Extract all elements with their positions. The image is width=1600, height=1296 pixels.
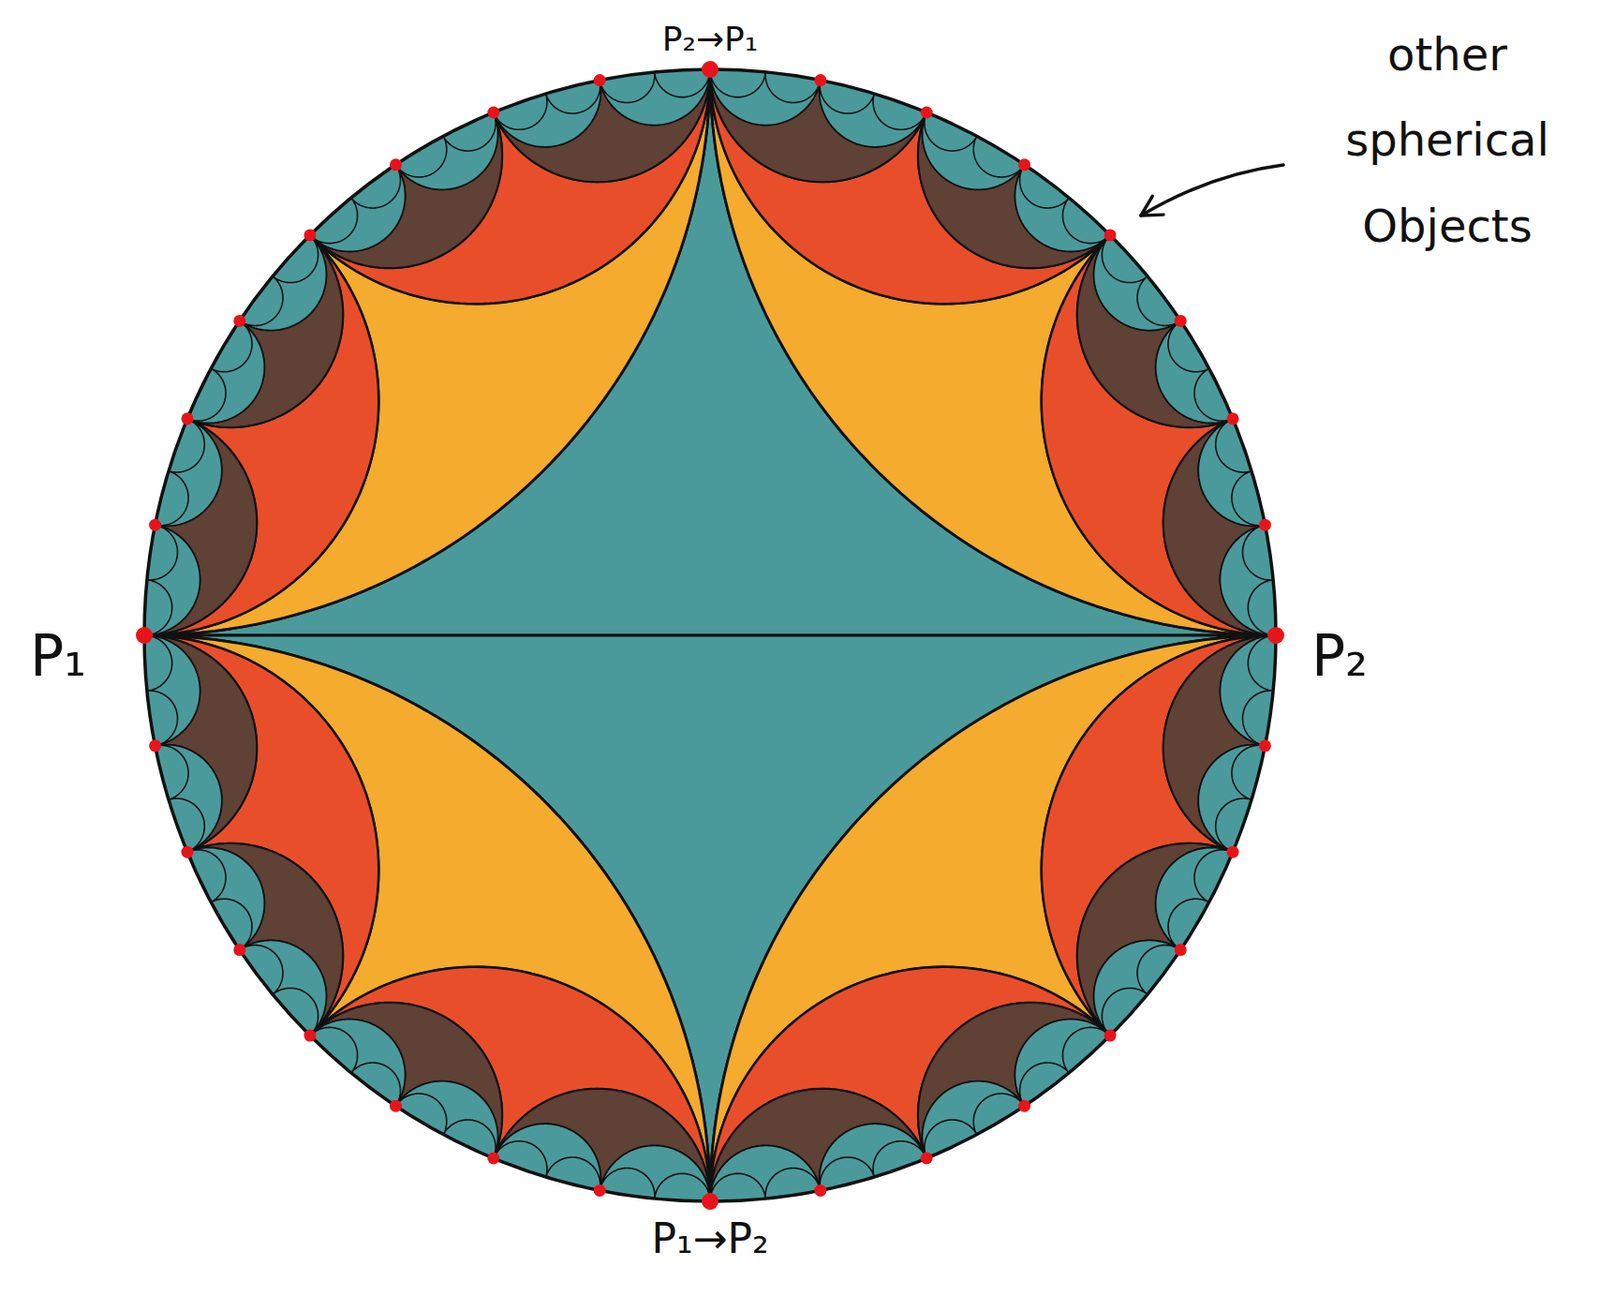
ideal-triangle bbox=[395, 1081, 498, 1158]
object-dot bbox=[701, 1192, 719, 1210]
object-dot bbox=[303, 1029, 316, 1042]
ideal-triangle bbox=[155, 418, 223, 526]
object-dot bbox=[233, 943, 246, 956]
ideal-triangle bbox=[1094, 940, 1182, 1037]
ideal-triangle bbox=[144, 69, 1276, 636]
ideal-triangle bbox=[918, 1002, 1111, 1158]
ideal-triangle bbox=[310, 1019, 406, 1107]
object-dot bbox=[1267, 626, 1285, 644]
object-dot bbox=[233, 314, 246, 327]
ideal-triangle bbox=[493, 1123, 601, 1190]
ideal-triangle bbox=[187, 235, 343, 428]
leader-head bbox=[1140, 195, 1164, 216]
object-dot bbox=[389, 158, 402, 171]
ideal-triangle bbox=[187, 847, 265, 950]
ideal-triangle bbox=[310, 1002, 503, 1158]
ideal-triangle bbox=[1015, 164, 1112, 252]
ideal-triangle bbox=[144, 418, 257, 636]
object-dot bbox=[1104, 1029, 1117, 1042]
ideal-triangle bbox=[1163, 635, 1276, 852]
ideal-triangle bbox=[493, 1088, 711, 1201]
object-dot bbox=[1227, 412, 1240, 425]
ideal-triangle bbox=[395, 112, 498, 190]
label-box: P₂→P₁ bbox=[662, 18, 758, 60]
leader-line bbox=[1140, 164, 1284, 216]
point-label: P₁ bbox=[29, 622, 87, 690]
annotation-text: other spherical Objects bbox=[1311, 12, 1584, 269]
ideal-triangle bbox=[819, 1123, 927, 1190]
ideal-triangle bbox=[155, 744, 223, 852]
ideal-triangle bbox=[710, 69, 1276, 636]
object-dot bbox=[148, 739, 162, 752]
object-dot bbox=[920, 105, 934, 119]
label-box: P₂ bbox=[1311, 622, 1368, 690]
dots bbox=[135, 60, 1285, 1210]
ideal-triangle bbox=[710, 635, 1276, 1201]
object-dot bbox=[1104, 228, 1117, 241]
ideal-triangle bbox=[187, 320, 265, 423]
object-dot bbox=[920, 1152, 934, 1165]
object-dot bbox=[1259, 739, 1272, 752]
ideal-triangle bbox=[144, 635, 257, 852]
label-box: other spherical Objects bbox=[1311, 12, 1584, 269]
object-dot bbox=[701, 60, 719, 78]
ideal-triangle bbox=[710, 1088, 927, 1201]
object-dot bbox=[1018, 1099, 1031, 1112]
ideal-triangle bbox=[1094, 235, 1182, 331]
ideal-triangle bbox=[1155, 847, 1233, 950]
object-dot bbox=[1018, 158, 1031, 171]
object-dot bbox=[1259, 518, 1272, 532]
object-dot bbox=[487, 1152, 500, 1165]
ideal-triangle bbox=[310, 112, 503, 268]
point-label: P₂ bbox=[1311, 622, 1368, 690]
ideal-triangle bbox=[144, 69, 711, 636]
ideal-triangle bbox=[493, 80, 601, 148]
ideal-triangle bbox=[144, 635, 1276, 1201]
object-dot bbox=[814, 74, 827, 87]
arrow-head bbox=[1140, 212, 1164, 217]
object-dot bbox=[1174, 314, 1187, 327]
ideal-triangle bbox=[187, 843, 343, 1036]
object-dot bbox=[593, 74, 607, 87]
ideal-triangle bbox=[493, 69, 711, 182]
tiles bbox=[144, 69, 1276, 1201]
ideal-triangle bbox=[918, 112, 1111, 268]
ideal-triangle bbox=[922, 112, 1025, 190]
disk-ground bbox=[144, 69, 1276, 1201]
ideal-triangle bbox=[1198, 744, 1265, 852]
point-label: P₁→P₂ bbox=[651, 1214, 769, 1264]
ideal-triangle bbox=[144, 635, 711, 1201]
ideal-triangle bbox=[1163, 418, 1276, 636]
object-dot bbox=[593, 1184, 607, 1197]
ideal-triangle bbox=[922, 1081, 1025, 1158]
boundary-circle bbox=[144, 69, 1276, 1201]
label-box: P₁→P₂ bbox=[651, 1214, 769, 1264]
ideal-triangle bbox=[310, 164, 406, 252]
object-dot bbox=[389, 1099, 402, 1112]
ideal-triangle bbox=[1198, 418, 1265, 526]
ideal-triangle bbox=[710, 69, 927, 182]
object-dot bbox=[1227, 845, 1240, 859]
ideal-triangle bbox=[1077, 235, 1233, 428]
ideal-triangle bbox=[1015, 1019, 1112, 1107]
arrow-head bbox=[1140, 195, 1153, 216]
ideal-triangle bbox=[239, 235, 327, 331]
label-box: P₁ bbox=[29, 622, 87, 690]
object-dot bbox=[180, 845, 193, 859]
ideal-triangle bbox=[819, 80, 927, 148]
object-dot bbox=[180, 412, 193, 425]
object-dot bbox=[1174, 943, 1187, 956]
object-dot bbox=[814, 1184, 827, 1197]
ideal-triangle bbox=[1155, 320, 1233, 423]
object-dot bbox=[135, 626, 153, 644]
object-dot bbox=[487, 105, 500, 119]
ideal-triangle bbox=[1077, 843, 1233, 1036]
ideal-triangle bbox=[239, 940, 327, 1037]
object-dot bbox=[148, 518, 162, 532]
object-dot bbox=[303, 228, 316, 241]
point-label: P₂→P₁ bbox=[662, 18, 758, 60]
